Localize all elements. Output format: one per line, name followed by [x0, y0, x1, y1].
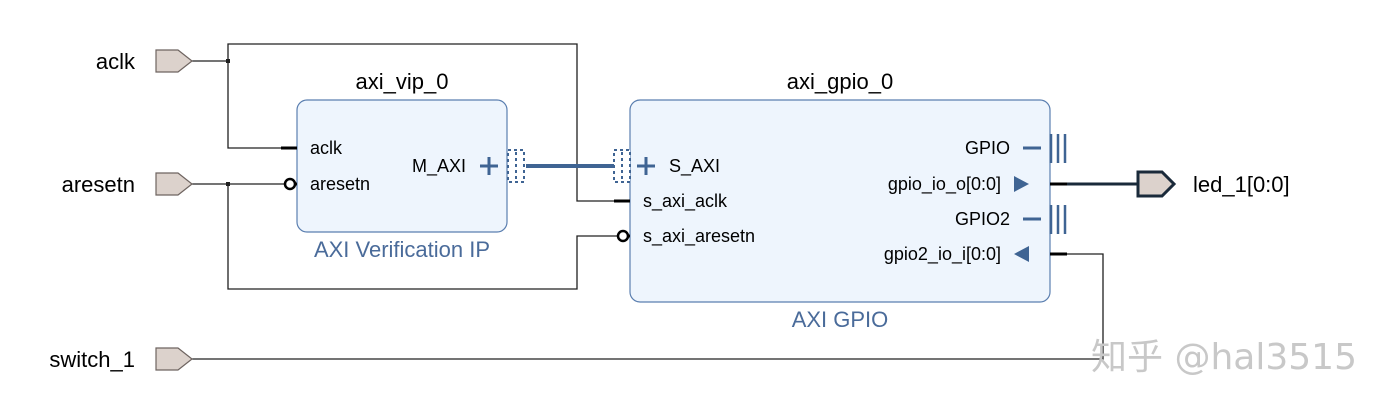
active-low-bubble-icon [616, 229, 630, 243]
junction-dot-aclk [226, 59, 230, 63]
junction-dot-aresetn [226, 182, 230, 186]
wires [192, 43, 1138, 360]
bus-interface-connector-icon[interactable] [507, 149, 525, 183]
port-label-aclk: aclk [96, 49, 136, 74]
pin-label-gpio: GPIO [965, 138, 1010, 158]
pin-label-gpio2: GPIO2 [955, 209, 1010, 229]
wire-aclk-net[interactable] [192, 43, 614, 202]
block-axi-gpio[interactable]: axi_gpio_0 S_AXI s_axi_aclk s_axi_areset… [613, 69, 1067, 332]
port-label-switch-1: switch_1 [49, 347, 135, 372]
block-instance-name: axi_vip_0 [356, 69, 449, 94]
block-axi-vip[interactable]: axi_vip_0 aclk aresetn M_AXI AXI Verific… [281, 69, 525, 262]
external-port-aclk[interactable]: aclk [96, 49, 193, 74]
expand-plus-icon[interactable] [637, 157, 655, 175]
active-low-bubble-icon [283, 177, 297, 191]
pin-label-gpio2-io-i: gpio2_io_i[0:0] [884, 244, 1001, 265]
external-port-switch-1[interactable]: switch_1 [49, 347, 193, 372]
bus-interface-connector-icon[interactable] [1049, 205, 1067, 234]
block-type-label: AXI GPIO [792, 307, 889, 332]
block-body[interactable] [296, 99, 508, 233]
wire-aresetn-net[interactable] [192, 183, 617, 290]
external-port-led-1[interactable]: led_1[0:0] [1136, 170, 1290, 198]
pin-label-s-axi: S_AXI [669, 156, 720, 177]
bus-interface-connector-icon[interactable] [1049, 134, 1067, 163]
pin-label-aclk: aclk [310, 138, 343, 158]
pin-label-s-axi-aresetn: s_axi_aresetn [643, 226, 755, 247]
port-label-aresetn: aresetn [62, 172, 135, 197]
bus-interface-connector-icon[interactable] [613, 149, 631, 183]
input-port-icon [155, 172, 193, 196]
wire-switch-net[interactable] [192, 253, 1104, 360]
input-port-icon [155, 49, 193, 73]
pin-label-aresetn: aresetn [310, 174, 370, 194]
input-port-icon [155, 347, 193, 371]
expand-plus-icon[interactable] [480, 157, 498, 175]
pin-label-s-axi-aclk: s_axi_aclk [643, 191, 728, 212]
output-port-icon [1136, 170, 1177, 198]
port-label-led-1: led_1[0:0] [1193, 172, 1290, 197]
block-type-label: AXI Verification IP [314, 237, 490, 262]
input-arrow-icon [1014, 246, 1029, 262]
watermark-text: 知乎 @hal3515 [1091, 337, 1357, 378]
external-port-aresetn[interactable]: aresetn [62, 172, 193, 197]
block-instance-name: axi_gpio_0 [787, 69, 893, 94]
output-arrow-icon [1014, 176, 1029, 192]
pin-label-gpio-io-o: gpio_io_o[0:0] [888, 174, 1001, 195]
pin-label-m-axi: M_AXI [412, 156, 466, 177]
